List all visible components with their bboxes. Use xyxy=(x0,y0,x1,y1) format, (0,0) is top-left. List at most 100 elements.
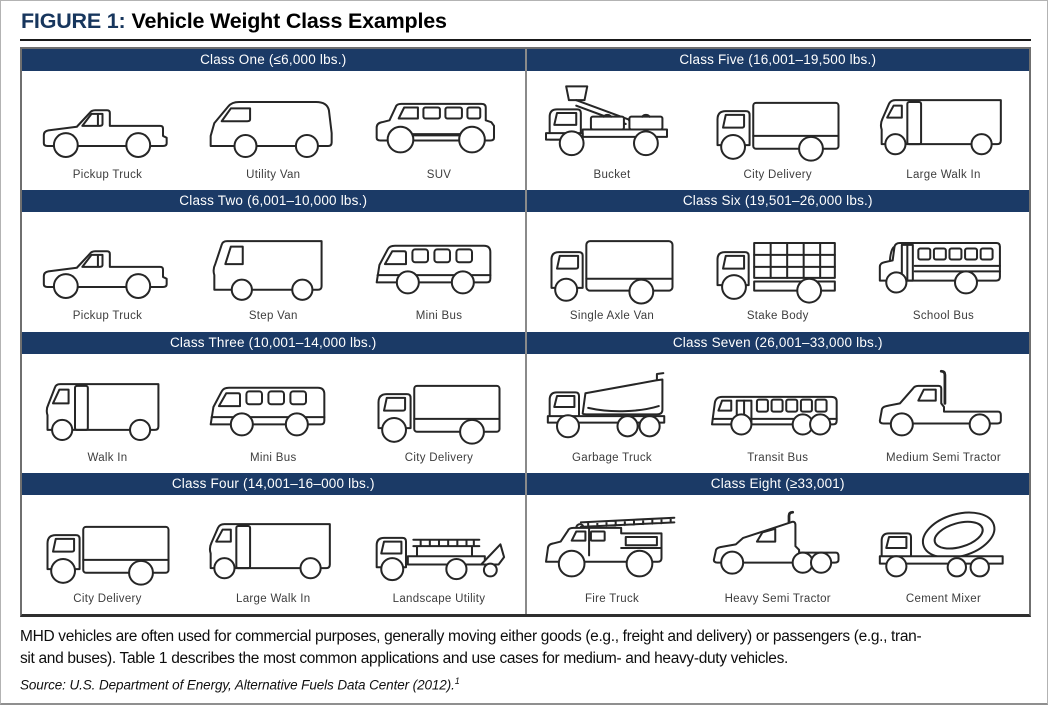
source-footnote-marker: 1 xyxy=(454,676,460,687)
fire-truck-icon xyxy=(537,504,687,592)
figure-number-label: FIGURE 1: xyxy=(21,9,126,33)
vehicle-city-delivery: City Delivery xyxy=(25,504,190,605)
vehicle-label: SUV xyxy=(426,169,452,182)
vehicle-heavy-semi-tractor: Heavy Semi Tractor xyxy=(696,504,861,605)
weight-class-table: Class One (≤6,000 lbs.) Pickup Truck Uti… xyxy=(20,47,1031,617)
source-text: Source: U.S. Department of Energy, Alter… xyxy=(20,677,455,693)
class-one-vehicles: Pickup Truck Utility Van SUV xyxy=(22,71,525,190)
class-seven-section: Class Seven (26,001–33,000 lbs.) Garbage… xyxy=(526,331,1030,473)
source-line: Source: U.S. Department of Energy, Alter… xyxy=(20,676,1031,693)
vehicle-label: Heavy Semi Tractor xyxy=(724,592,831,605)
vehicle-label: Walk In xyxy=(87,451,128,464)
vehicle-walk-in: Walk In xyxy=(25,363,190,464)
class-two-header: Class Two (6,001–10,000 lbs.) xyxy=(22,190,525,213)
class-four-vehicles: City Delivery Large Walk In Landscape Ut… xyxy=(22,495,525,614)
vehicle-garbage-truck: Garbage Truck xyxy=(530,363,695,464)
vehicle-step-van: Step Van xyxy=(191,221,356,322)
mini-bus-icon xyxy=(198,363,348,451)
figure-title-text: Vehicle Weight Class Examples xyxy=(131,9,447,33)
vehicle-suv: SUV xyxy=(357,80,522,181)
vehicle-landscape-utility: Landscape Utility xyxy=(357,504,522,605)
class-two-section: Class Two (6,001–10,000 lbs.) Pickup Tru… xyxy=(22,190,525,331)
class-three-header: Class Three (10,001–14,000 lbs.) xyxy=(22,331,525,354)
caption-line-1: MHD vehicles are often used for commerci… xyxy=(20,628,922,645)
class-four-section: Class Four (14,001–16–000 lbs.) City Del… xyxy=(22,472,525,614)
bucket-truck-icon xyxy=(537,80,687,168)
vehicle-label: Fire Truck xyxy=(584,592,640,605)
vehicle-single-axle-van: Single Axle Van xyxy=(530,221,695,322)
vehicle-label: Pickup Truck xyxy=(72,169,143,182)
single-axle-van-icon xyxy=(537,221,687,309)
vehicle-label: Bucket xyxy=(593,169,631,182)
school-bus-icon xyxy=(869,221,1019,309)
table-right-column: Class Five (16,001–19,500 lbs.) Bucket C… xyxy=(524,49,1030,614)
vehicle-label: Single Axle Van xyxy=(569,310,655,323)
vehicle-label: Utility Van xyxy=(246,169,301,182)
vehicle-cement-mixer: Cement Mixer xyxy=(861,504,1026,605)
class-six-header: Class Six (19,501–26,000 lbs.) xyxy=(526,190,1029,213)
vehicle-transit-bus: Transit Bus xyxy=(696,363,861,464)
vehicle-label: School Bus xyxy=(912,310,975,323)
class-five-header: Class Five (16,001–19,500 lbs.) xyxy=(526,49,1029,71)
vehicle-label: Stake Body xyxy=(746,310,809,323)
large-walk-in-icon xyxy=(869,80,1019,168)
medium-semi-tractor-icon xyxy=(869,363,1019,451)
vehicle-label: Landscape Utility xyxy=(392,592,486,605)
vehicle-fire-truck: Fire Truck xyxy=(530,504,695,605)
vehicle-label: Mini Bus xyxy=(250,451,297,464)
class-eight-section: Class Eight (≥33,001) Fire Truck Heavy S… xyxy=(526,472,1029,614)
vehicle-city-delivery: City Delivery xyxy=(696,80,861,181)
figure-title: FIGURE 1:Vehicle Weight Class Examples xyxy=(21,9,1031,34)
vehicle-label: Transit Bus xyxy=(747,451,809,464)
class-five-vehicles: Bucket City Delivery Large Walk In xyxy=(527,71,1030,190)
city-delivery-icon xyxy=(703,80,853,168)
title-rule xyxy=(20,39,1031,41)
vehicle-bucket: Bucket xyxy=(530,80,695,181)
vehicle-utility-van: Utility Van xyxy=(191,80,356,181)
vehicle-large-walk-in: Large Walk In xyxy=(191,504,356,605)
stake-body-icon xyxy=(703,221,853,309)
table-left-column: Class One (≤6,000 lbs.) Pickup Truck Uti… xyxy=(22,49,525,614)
vehicle-label: City Delivery xyxy=(404,451,474,464)
vehicle-pickup-truck: Pickup Truck xyxy=(25,80,190,181)
class-two-vehicles: Pickup Truck Step Van Mini Bus xyxy=(22,212,525,331)
vehicle-medium-semi-tractor: Medium Semi Tractor xyxy=(861,363,1026,464)
vehicle-label: Garbage Truck xyxy=(572,451,652,464)
class-six-vehicles: Single Axle Van Stake Body School Bus xyxy=(527,212,1030,331)
vehicle-label: Pickup Truck xyxy=(72,310,143,323)
vehicle-label: Mini Bus xyxy=(415,310,463,323)
class-seven-vehicles: Garbage Truck Transit Bus Medium Semi Tr… xyxy=(527,354,1030,473)
class-three-vehicles: Walk In Mini Bus City Delivery xyxy=(22,354,525,473)
heavy-semi-tractor-icon xyxy=(703,504,853,592)
vehicle-label: City Delivery xyxy=(743,169,812,182)
utility-van-icon xyxy=(198,80,348,168)
class-seven-header: Class Seven (26,001–33,000 lbs.) xyxy=(526,331,1029,354)
landscape-utility-icon xyxy=(364,504,514,592)
class-three-section: Class Three (10,001–14,000 lbs.) Walk In… xyxy=(22,331,525,473)
pickup-truck-icon xyxy=(33,221,183,309)
vehicle-mini-bus: Mini Bus xyxy=(191,363,356,464)
cement-mixer-icon xyxy=(869,504,1019,592)
step-van-icon xyxy=(198,221,348,309)
vehicle-stake-body: Stake Body xyxy=(696,221,861,322)
transit-bus-icon xyxy=(703,363,853,451)
class-eight-header: Class Eight (≥33,001) xyxy=(526,472,1029,495)
class-one-header: Class One (≤6,000 lbs.) xyxy=(22,49,525,71)
vehicle-large-walk-in: Large Walk In xyxy=(861,80,1026,181)
vehicle-mini-bus: Mini Bus xyxy=(357,221,522,322)
city-delivery-icon xyxy=(33,504,183,592)
class-four-header: Class Four (14,001–16–000 lbs.) xyxy=(22,472,525,495)
vehicle-label: City Delivery xyxy=(73,592,142,605)
caption-line-2: sit and buses). Table 1 describes the mo… xyxy=(20,649,788,667)
vehicle-label: Large Walk In xyxy=(236,592,311,605)
class-five-section: Class Five (16,001–19,500 lbs.) Bucket C… xyxy=(526,49,1030,190)
mini-bus-icon xyxy=(364,221,514,309)
garbage-truck-icon xyxy=(537,363,687,451)
vehicle-label: Large Walk In xyxy=(906,169,981,182)
vehicle-city-delivery: City Delivery xyxy=(357,363,522,464)
vehicle-label: Medium Semi Tractor xyxy=(886,451,1001,464)
vehicle-label: Cement Mixer xyxy=(905,592,982,605)
vehicle-school-bus: School Bus xyxy=(861,221,1026,322)
vehicle-pickup-truck: Pickup Truck xyxy=(25,221,190,322)
